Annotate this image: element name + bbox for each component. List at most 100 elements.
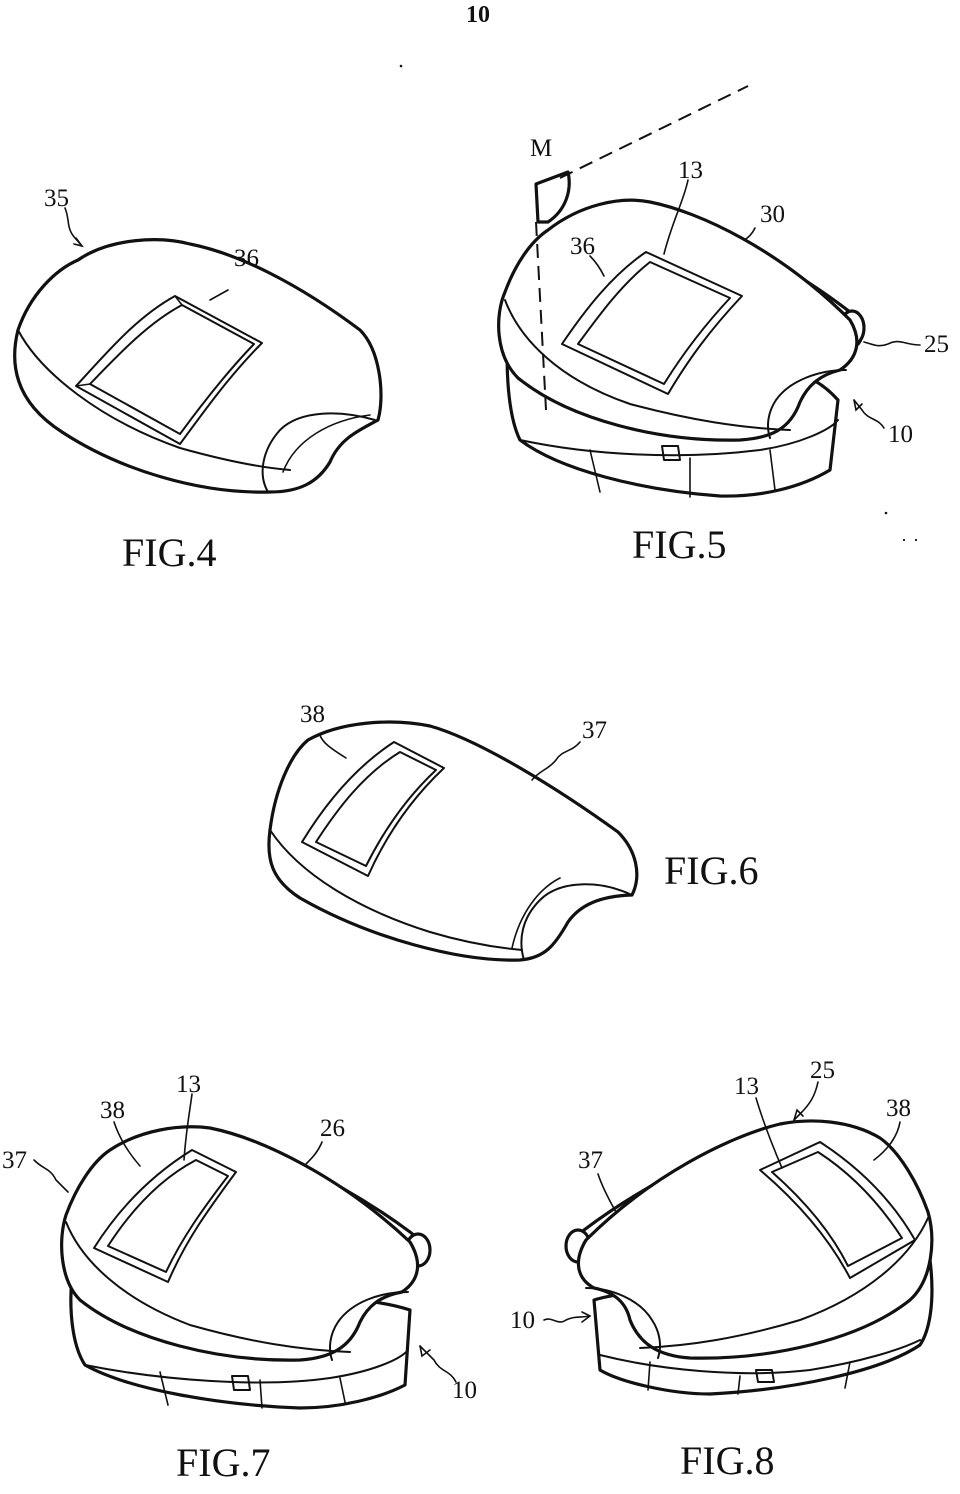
- arrow-25-fig8: [793, 1108, 804, 1121]
- caption-fig7: FIG.7: [176, 1440, 270, 1485]
- ref-37-fig6: 37: [582, 717, 607, 744]
- cap-35-side-curve: [261, 412, 376, 493]
- ref-13-fig7: 13: [176, 1071, 201, 1098]
- cap-fig8-side-curve: [585, 1287, 661, 1359]
- ref-M: M: [530, 135, 552, 162]
- ref-35: 35: [44, 185, 69, 212]
- leader-36-fig5: [589, 255, 605, 277]
- window-38-inner: [315, 751, 437, 867]
- window-fig5: [561, 251, 743, 395]
- mark-M: [534, 170, 571, 224]
- cap-fig8-outline: [576, 1119, 934, 1360]
- ref-25-fig5: 25: [924, 331, 949, 358]
- base-fig7-ribs: [159, 1371, 346, 1409]
- cap-37-side-curve: [520, 883, 633, 961]
- leader-35: [64, 207, 83, 247]
- cap-fig5-outline: [497, 198, 859, 442]
- ref-37-fig7: 37: [2, 1147, 27, 1174]
- leader-13-fig7: [183, 1093, 193, 1161]
- leader-38-fig7: [113, 1121, 141, 1167]
- leader-37-fig7: [33, 1159, 69, 1193]
- ref-38-fig6: 38: [300, 701, 325, 728]
- scan-speck: [884, 511, 888, 515]
- leader-13-fig8: [755, 1097, 783, 1169]
- page-number: 10: [466, 2, 490, 28]
- ref-37-fig8: 37: [578, 1147, 603, 1174]
- window-fig5-inner: [577, 261, 731, 385]
- arrow-10-fig5: [853, 399, 863, 412]
- leader-37-fig8: [597, 1173, 617, 1213]
- arrow-10-fig8: [581, 1311, 591, 1323]
- figure-5: M 13 30 36 25 10 FIG.5: [497, 85, 949, 567]
- ref-36-fig4: 36: [234, 245, 259, 272]
- caption-fig8: FIG.8: [680, 1438, 774, 1483]
- axis-M-upper: [559, 85, 749, 179]
- scan-speck: [914, 538, 918, 542]
- cap-35-front-edge: [17, 329, 291, 471]
- leader-37-fig6: [531, 741, 581, 781]
- cap-37-outline: [267, 720, 639, 962]
- ref-38-fig7: 38: [100, 1097, 125, 1124]
- figure-8: 13 25 38 37 10 FIG.8: [510, 1057, 934, 1483]
- axis-M-lower: [535, 221, 547, 411]
- window-fig8: [759, 1141, 916, 1279]
- cap-fig7-side-curve: [329, 1291, 409, 1361]
- cap-35-side-line: [282, 414, 371, 473]
- leader-10-fig7: [419, 1345, 457, 1383]
- leader-25-fig8: [793, 1081, 819, 1121]
- caption-fig5: FIG.5: [632, 522, 726, 567]
- ref-13-fig8: 13: [734, 1073, 759, 1100]
- ref-36-fig5: 36: [570, 233, 595, 260]
- scan-speck: [399, 64, 403, 68]
- window-36-inner: [89, 304, 255, 435]
- ref-26: 26: [320, 1115, 345, 1142]
- ref-10-fig8: 10: [510, 1307, 535, 1334]
- base-fig7-button: [231, 1375, 251, 1391]
- cap-fig5-front-edge: [504, 299, 791, 431]
- figure-7: 13 38 26 37 10 FIG.7: [2, 1071, 477, 1485]
- base-fig8-band: [599, 1339, 921, 1375]
- leader-38-fig6: [319, 734, 347, 759]
- arrow-10-fig7: [419, 1345, 431, 1358]
- ref-25-fig8: 25: [810, 1057, 835, 1084]
- caption-fig6: FIG.6: [664, 848, 758, 893]
- window-fig7: [93, 1149, 237, 1283]
- cap-35-outline: [13, 238, 383, 494]
- base-fig8-button: [755, 1369, 775, 1383]
- ref-10-fig7: 10: [452, 1377, 477, 1404]
- figure-6: 38 37 FIG.6: [267, 701, 758, 962]
- caption-fig4: FIG.4: [122, 530, 216, 575]
- base-fig8-ribs: [647, 1361, 851, 1395]
- leader-25-fig5: [863, 340, 921, 347]
- ref-30: 30: [760, 201, 785, 228]
- ref-13-fig5: 13: [678, 157, 703, 184]
- ref-38-fig8: 38: [886, 1095, 911, 1122]
- window-36-outer: [75, 295, 263, 445]
- base-10-button: [661, 445, 681, 461]
- window-fig8-inner: [771, 1151, 903, 1267]
- window-fig7-inner: [107, 1159, 229, 1273]
- scan-speck: [902, 538, 906, 542]
- leader-13-fig5: [663, 179, 689, 255]
- arrow-35: [73, 237, 84, 248]
- base-10-ribs: [589, 449, 776, 498]
- cap-37-front-edge: [269, 829, 523, 951]
- figure-4: 35 36 FIG.4: [13, 185, 383, 575]
- cap-fig8-front-edge: [639, 1217, 929, 1349]
- ref-10-fig5: 10: [888, 421, 913, 448]
- cap-fig7-front-edge: [65, 1221, 351, 1353]
- base-fig7-band: [84, 1349, 409, 1384]
- leader-10-fig8: [543, 1315, 591, 1323]
- base-10-band: [519, 419, 839, 457]
- leader-10-fig5: [853, 399, 885, 429]
- cap-fig5-side-curve: [767, 369, 847, 439]
- leader-36-fig4: [209, 289, 229, 301]
- leader-30: [743, 227, 756, 241]
- leader-38-fig8: [873, 1121, 901, 1161]
- window-36-bevel: [75, 295, 183, 387]
- window-38-outer: [301, 741, 445, 877]
- cap-37-side-line: [511, 877, 561, 949]
- cap-fig7-outline: [60, 1125, 420, 1362]
- leader-26: [305, 1141, 323, 1165]
